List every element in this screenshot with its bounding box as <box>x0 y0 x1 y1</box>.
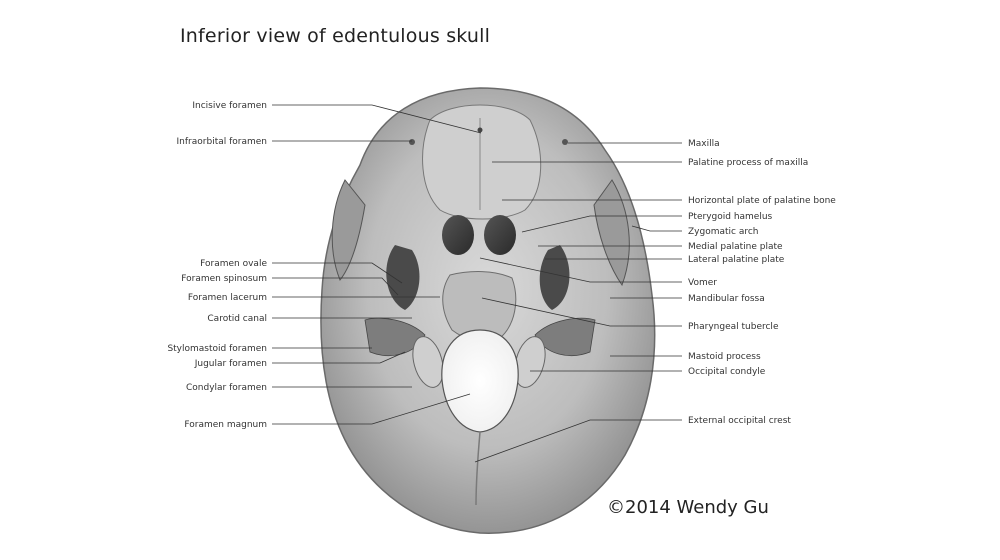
credit-text: ©2014 Wendy Gu <box>607 497 769 518</box>
condylar-foramen-label: Condylar foramen <box>186 383 267 393</box>
palate-region <box>422 104 542 220</box>
pterygoid-hamelus-leader-line <box>521 215 682 233</box>
foramen-spinosum-label: Foramen spinosum <box>181 274 267 284</box>
jugular-foramen-label: Jugular foramen <box>194 359 267 369</box>
external-occipital-crest-label: External occipital crest <box>688 416 791 426</box>
carotid-canal-label: Carotid canal <box>207 314 267 324</box>
lateral-palatine-plate-label: Lateral palatine plate <box>688 255 785 265</box>
foramen-ovale-label: Foramen ovale <box>200 259 267 269</box>
choana-left <box>442 215 474 255</box>
foramen-spinosum-leader-line <box>272 277 399 296</box>
medial-palatine-plate-label: Medial palatine plate <box>688 242 783 252</box>
vomer-label: Vomer <box>688 278 717 288</box>
horizontal-plate-of-palatine-bone-label: Horizontal plate of palatine bone <box>688 196 836 206</box>
occipital-condyle-left <box>412 336 444 388</box>
foramen-magnum-label: Foramen magnum <box>184 420 267 430</box>
diagram-title: Inferior view of edentulous skull <box>180 25 491 47</box>
external-occipital-crest-leader-line <box>474 419 682 463</box>
incisive-foramen-label: Incisive foramen <box>192 101 267 111</box>
mastoid-process-label: Mastoid process <box>688 352 761 362</box>
infraorbital-foramen-label: Infraorbital foramen <box>177 137 267 147</box>
zygomatic-arch-left <box>331 179 366 281</box>
pharyngeal-tubercle-leader-line <box>481 297 682 327</box>
choana-right <box>484 215 516 255</box>
mandibular-fossa-label: Mandibular fossa <box>688 294 765 304</box>
stylomastoid-foramen-label: Stylomastoid foramen <box>167 344 267 354</box>
pterygoid-hamelus-label: Pterygoid hamelus <box>688 212 773 222</box>
occipital-condyle-label: Occipital condyle <box>688 367 766 377</box>
zygomatic-arch-label: Zygomatic arch <box>688 227 759 237</box>
zygomatic-arch-leader-line <box>631 225 682 232</box>
maxilla-label: Maxilla <box>688 139 720 149</box>
jugular-foramen-leader-line <box>272 351 406 364</box>
pharyngeal-tubercle-label: Pharyngeal tubercle <box>688 322 779 332</box>
foramen-lacerum-label: Foramen lacerum <box>188 293 267 303</box>
foramen-magnum-leader-line <box>272 393 471 425</box>
incisive-foramen-leader-line <box>272 104 482 134</box>
foramen-ovale-leader-line <box>272 262 403 284</box>
palatine-process-of-maxilla-label: Palatine process of maxilla <box>688 158 808 168</box>
vomer-leader-line <box>479 257 682 283</box>
leader-lines <box>272 104 682 463</box>
